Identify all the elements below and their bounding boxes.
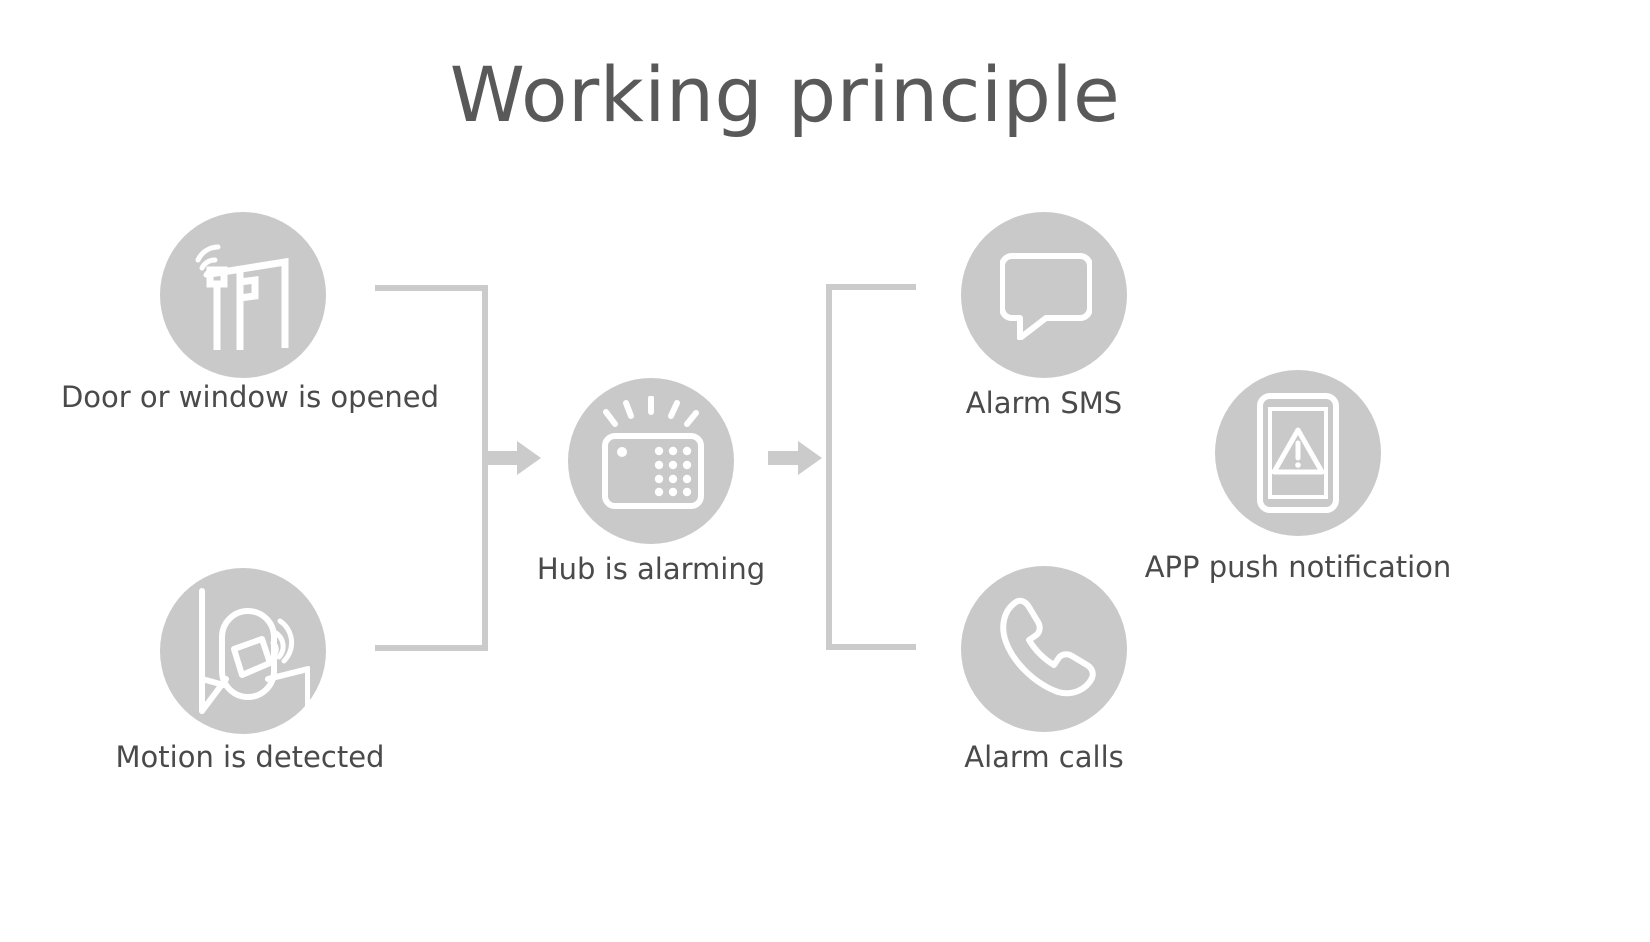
bracket-left-vertical [482, 285, 488, 651]
bracket-left-top-stub [375, 285, 488, 291]
motion-circle [160, 568, 326, 734]
alarm-calls-circle [961, 566, 1127, 732]
label-door-window: Door or window is opened [60, 380, 440, 414]
hub-circle [568, 378, 734, 544]
page-title: Working principle [449, 50, 1121, 139]
label-alarm-sms: Alarm SMS [965, 386, 1123, 420]
label-hub: Hub is alarming [536, 552, 766, 586]
arrow-right-out-of-hub [768, 441, 822, 475]
door-window-circle [160, 212, 326, 378]
arrow-right-into-hub [487, 441, 541, 475]
label-motion: Motion is detected [115, 740, 385, 774]
bracket-right-vertical [826, 284, 832, 650]
label-alarm-calls: Alarm calls [964, 740, 1124, 774]
alarm-sms-circle [961, 212, 1127, 378]
bracket-left-bottom-stub [375, 645, 488, 651]
bracket-right-bottom-stub [826, 644, 916, 650]
bracket-right-top-stub [826, 284, 916, 290]
label-app-push: APP push notification [1144, 550, 1452, 584]
app-push-circle [1215, 370, 1381, 536]
